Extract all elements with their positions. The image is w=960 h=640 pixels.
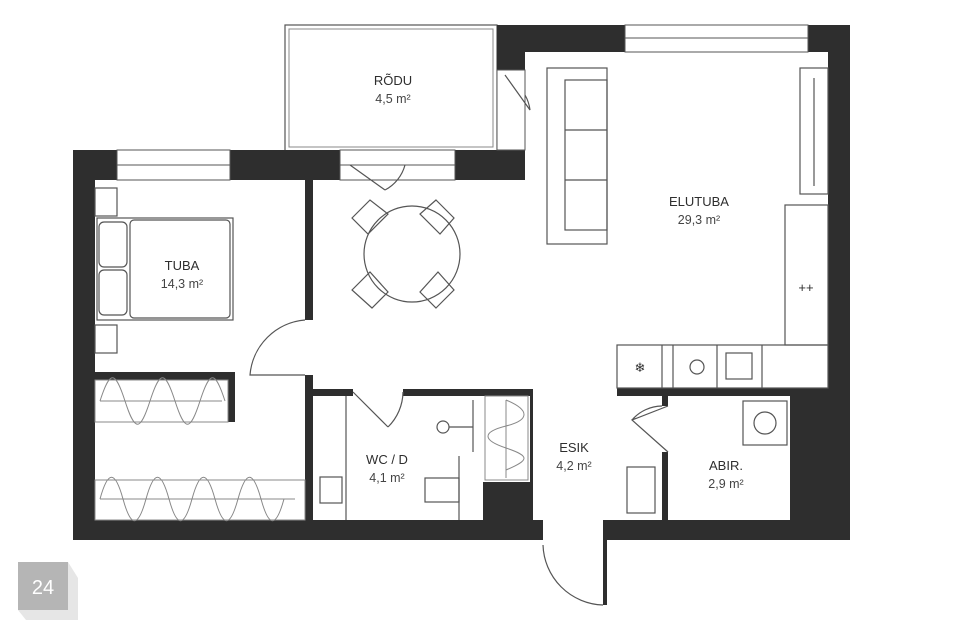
balcony-area: 4,5 m² xyxy=(375,92,410,106)
utility-label: ABIR. xyxy=(709,458,743,473)
bedroom-area: 14,3 m² xyxy=(161,277,203,291)
balcony-label: RÕDU xyxy=(374,73,412,88)
svg-text:❄: ❄ xyxy=(635,360,646,375)
walls xyxy=(73,25,850,605)
bathroom-label: WC / D xyxy=(366,452,408,467)
living-area: 29,3 m² xyxy=(678,213,720,227)
living-label: ELUTUBA xyxy=(669,194,729,209)
bathroom-area: 4,1 m² xyxy=(369,471,404,485)
windows xyxy=(116,24,809,181)
hall-area: 4,2 m² xyxy=(556,459,591,473)
hall-label: ESIK xyxy=(559,440,589,455)
svg-text:++: ++ xyxy=(798,280,813,295)
doors xyxy=(249,74,669,606)
utility-area: 2,9 m² xyxy=(708,477,743,491)
balcony-outline xyxy=(284,24,498,152)
bedroom-label: TUBA xyxy=(165,258,200,273)
unit-badge: 24 xyxy=(18,562,78,620)
unit-number: 24 xyxy=(32,577,54,599)
furniture: ++ ❄ xyxy=(94,67,829,521)
balcony-inner-outline xyxy=(288,28,494,148)
